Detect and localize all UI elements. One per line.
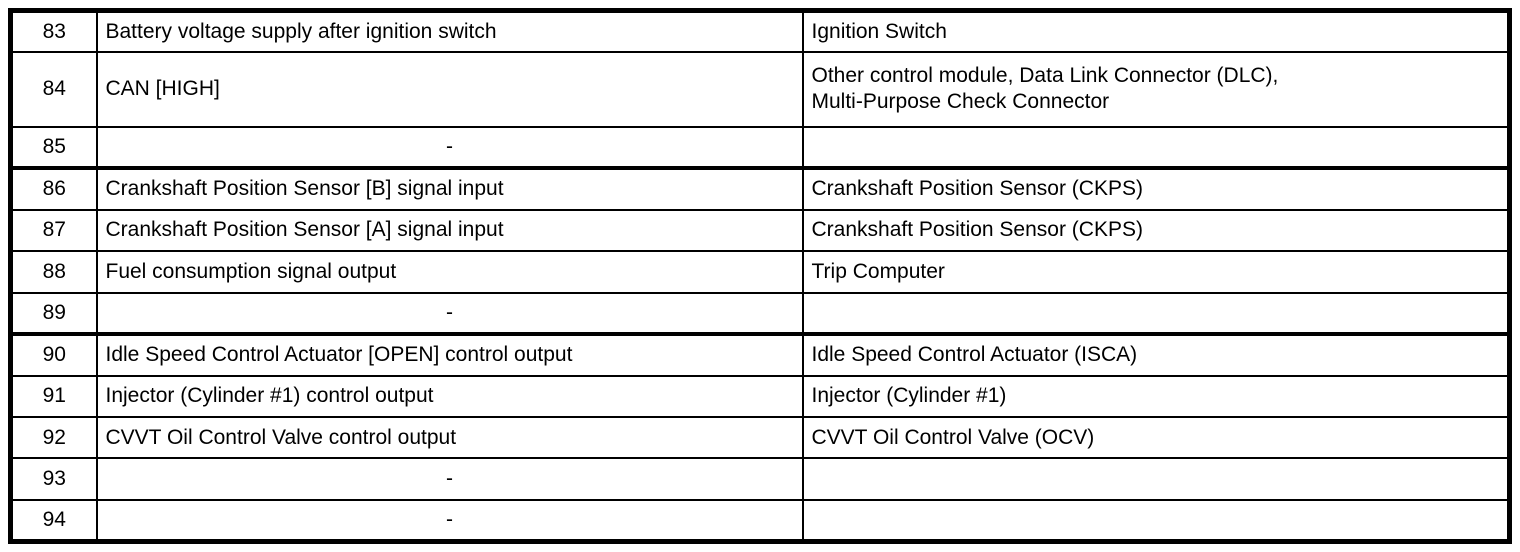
table-row: 85- [9, 125, 1511, 170]
description-cell: Fuel consumption signal output [95, 250, 804, 294]
pin-number-cell: 85 [9, 125, 98, 170]
description-cell: Battery voltage supply after ignition sw… [95, 9, 804, 53]
description-cell: - [95, 125, 804, 170]
description-cell: - [95, 457, 804, 501]
connected-component-cell: CVVT Oil Control Valve (OCV) [801, 415, 1511, 460]
description-cell: CVVT Oil Control Valve control output [95, 415, 804, 460]
connected-component-cell: Idle Speed Control Actuator (ISCA) [801, 332, 1511, 377]
pin-number-cell: 87 [9, 208, 98, 253]
description-cell: CAN [HIGH] [95, 50, 804, 128]
description-cell: Injector (Cylinder #1) control output [95, 374, 804, 418]
connected-component-cell [801, 291, 1511, 336]
connected-component-cell: Ignition Switch [801, 9, 1511, 53]
table-row: 93- [9, 457, 1511, 501]
pin-number-cell: 93 [9, 457, 98, 501]
pin-number-cell: 92 [9, 415, 98, 460]
table-row: 94- [9, 498, 1511, 543]
description-cell: Idle Speed Control Actuator [OPEN] contr… [95, 332, 804, 377]
pin-number-cell: 88 [9, 250, 98, 294]
connected-component-cell [801, 457, 1511, 501]
description-cell: - [95, 498, 804, 543]
pin-number-cell: 83 [9, 9, 98, 53]
pin-number-cell: 91 [9, 374, 98, 418]
connected-component-cell [801, 125, 1511, 170]
description-cell: Crankshaft Position Sensor [B] signal in… [95, 166, 804, 211]
pin-number-cell: 84 [9, 50, 98, 128]
connected-component-cell: Injector (Cylinder #1) [801, 374, 1511, 418]
connected-component-cell [801, 498, 1511, 543]
connected-component-cell: Crankshaft Position Sensor (CKPS) [801, 166, 1511, 211]
pin-number-cell: 94 [9, 498, 98, 543]
table-row: 89- [9, 291, 1511, 336]
description-cell: Crankshaft Position Sensor [A] signal in… [95, 208, 804, 253]
pin-number-cell: 90 [9, 332, 98, 377]
description-cell: - [95, 291, 804, 336]
pin-number-cell: 86 [9, 166, 98, 211]
connected-component-cell: Crankshaft Position Sensor (CKPS) [801, 208, 1511, 253]
pin-number-cell: 89 [9, 291, 98, 336]
connected-component-cell: Other control module, Data Link Connecto… [801, 50, 1511, 128]
connected-component-cell: Trip Computer [801, 250, 1511, 294]
